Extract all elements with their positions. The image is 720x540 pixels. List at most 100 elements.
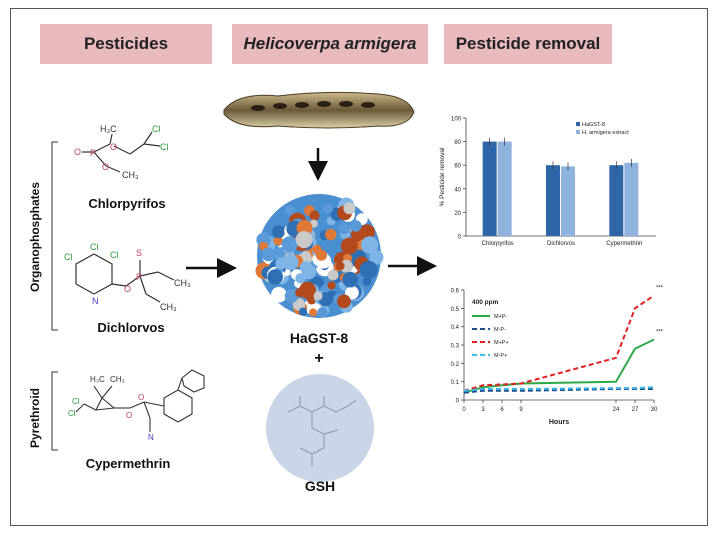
line-legend-label: M-P+ xyxy=(494,353,507,359)
protein-surface-blob xyxy=(285,205,296,216)
svg-text:H₃C: H₃C xyxy=(90,375,105,384)
bar-category-label: Chlorpyrifos xyxy=(482,241,514,247)
protein-surface-blob xyxy=(282,254,299,271)
cypermethrin-label: Cypermethrin xyxy=(85,456,171,471)
bar-y-tick-label: 60 xyxy=(454,164,461,170)
protein-surface-blob xyxy=(369,250,384,265)
svg-text:CH₃: CH₃ xyxy=(122,170,139,180)
line-x-tick-label: 30 xyxy=(651,407,658,413)
bar xyxy=(497,141,512,236)
protein-surface-blob xyxy=(267,269,283,285)
line-legend-label: M+P+ xyxy=(494,340,509,346)
enzyme-label: HaGST-8 xyxy=(289,330,349,346)
line-x-tick-label: 27 xyxy=(632,407,639,413)
gsh-structure xyxy=(266,374,374,482)
protein-surface-blob xyxy=(343,202,356,215)
protein-surface-blob xyxy=(350,220,362,232)
header-pesticides: Pesticides xyxy=(40,24,212,64)
bar xyxy=(482,141,497,236)
protein-surface-blob xyxy=(340,237,358,255)
line-y-tick-label: 0.3 xyxy=(451,344,460,350)
plus-sign: + xyxy=(314,350,324,367)
svg-text:O: O xyxy=(110,142,117,152)
protein-surface-blob xyxy=(323,203,334,214)
line-x-tick-label: 3 xyxy=(481,407,485,413)
protein-surface-blob xyxy=(295,288,304,297)
line-y-tick-label: 0.1 xyxy=(451,380,460,386)
svg-text:O: O xyxy=(126,411,132,420)
hagst8-protein-structure xyxy=(255,194,384,318)
svg-text:N: N xyxy=(148,433,154,442)
bar xyxy=(546,165,560,236)
line-y-tick-label: 0.6 xyxy=(451,289,460,295)
line-x-tick-label: 24 xyxy=(613,407,620,413)
dichlorvos-label: Dichlorvos xyxy=(97,320,165,335)
svg-text:H₃C: H₃C xyxy=(100,124,117,134)
line-y-tick-label: 0 xyxy=(456,399,460,405)
bar-legend-label: HaGST-8 xyxy=(582,122,605,128)
header-pesticide-removal: Pesticide removal xyxy=(444,24,612,64)
header-organism: Helicoverpa armigera xyxy=(232,24,428,64)
protein-surface-blob xyxy=(317,307,328,318)
svg-text:CH₃: CH₃ xyxy=(160,302,177,312)
line-x-tick-label: 9 xyxy=(519,407,523,413)
bar xyxy=(561,166,575,236)
svg-text:P: P xyxy=(90,148,96,158)
svg-text:P: P xyxy=(136,272,142,282)
protein-surface-blob xyxy=(309,308,318,317)
protein-surface-blob xyxy=(327,281,336,290)
line-y-tick-label: 0.2 xyxy=(451,362,460,368)
line-y-tick-label: 0.5 xyxy=(451,307,460,313)
significance-marker: *** xyxy=(656,286,664,292)
caterpillar-image xyxy=(223,91,415,129)
protein-surface-blob xyxy=(315,249,327,261)
protein-surface-blob xyxy=(335,261,345,271)
protein-surface-blob xyxy=(362,277,372,286)
line-legend-label: M-P- xyxy=(494,327,506,333)
bar-legend-swatch xyxy=(576,130,580,134)
line-legend-label: M+P- xyxy=(494,314,507,320)
protein-surface-blob xyxy=(359,260,378,279)
protein-surface-blob xyxy=(261,247,276,262)
bar xyxy=(609,165,624,236)
protein-surface-blob xyxy=(284,289,299,303)
protein-surface-blob xyxy=(295,231,313,249)
line-x-tick-label: 0 xyxy=(462,407,466,413)
svg-text:Cl: Cl xyxy=(68,409,76,418)
svg-text:Cl: Cl xyxy=(64,252,73,262)
bar-y-tick-label: 40 xyxy=(454,187,461,193)
svg-text:Cl: Cl xyxy=(72,397,80,406)
protein-surface-blob xyxy=(327,269,339,281)
protein-surface-blob xyxy=(301,264,317,280)
svg-text:Cl: Cl xyxy=(152,124,161,134)
gsh-label: GSH xyxy=(304,478,336,494)
bar-legend-label: H. armigera extract xyxy=(582,130,629,136)
protein-surface-blob xyxy=(313,291,323,301)
line-y-tick-label: 0.4 xyxy=(451,325,460,331)
line-series xyxy=(463,338,655,394)
line-x-tick-label: 6 xyxy=(500,407,504,413)
protein-surface-blob xyxy=(367,240,378,251)
bar-y-tick-label: 20 xyxy=(454,211,461,217)
line-series xyxy=(463,294,655,392)
svg-text:O: O xyxy=(124,284,131,294)
svg-text:O: O xyxy=(138,393,144,402)
line-annotation: 400 ppm xyxy=(472,299,499,306)
chlorpyrifos-label: Chlorpyrifos xyxy=(88,196,166,211)
svg-text:Cl: Cl xyxy=(90,242,99,252)
svg-text:O: O xyxy=(102,162,109,172)
figure-frame xyxy=(10,8,708,526)
significance-marker: *** xyxy=(656,330,664,336)
svg-text:Cl: Cl xyxy=(110,250,119,260)
svg-text:CH₃: CH₃ xyxy=(110,375,125,384)
protein-surface-blob xyxy=(272,225,286,239)
bar-legend-swatch xyxy=(576,122,580,126)
svg-text:Cl: Cl xyxy=(160,142,169,152)
protein-surface-blob xyxy=(309,210,320,221)
